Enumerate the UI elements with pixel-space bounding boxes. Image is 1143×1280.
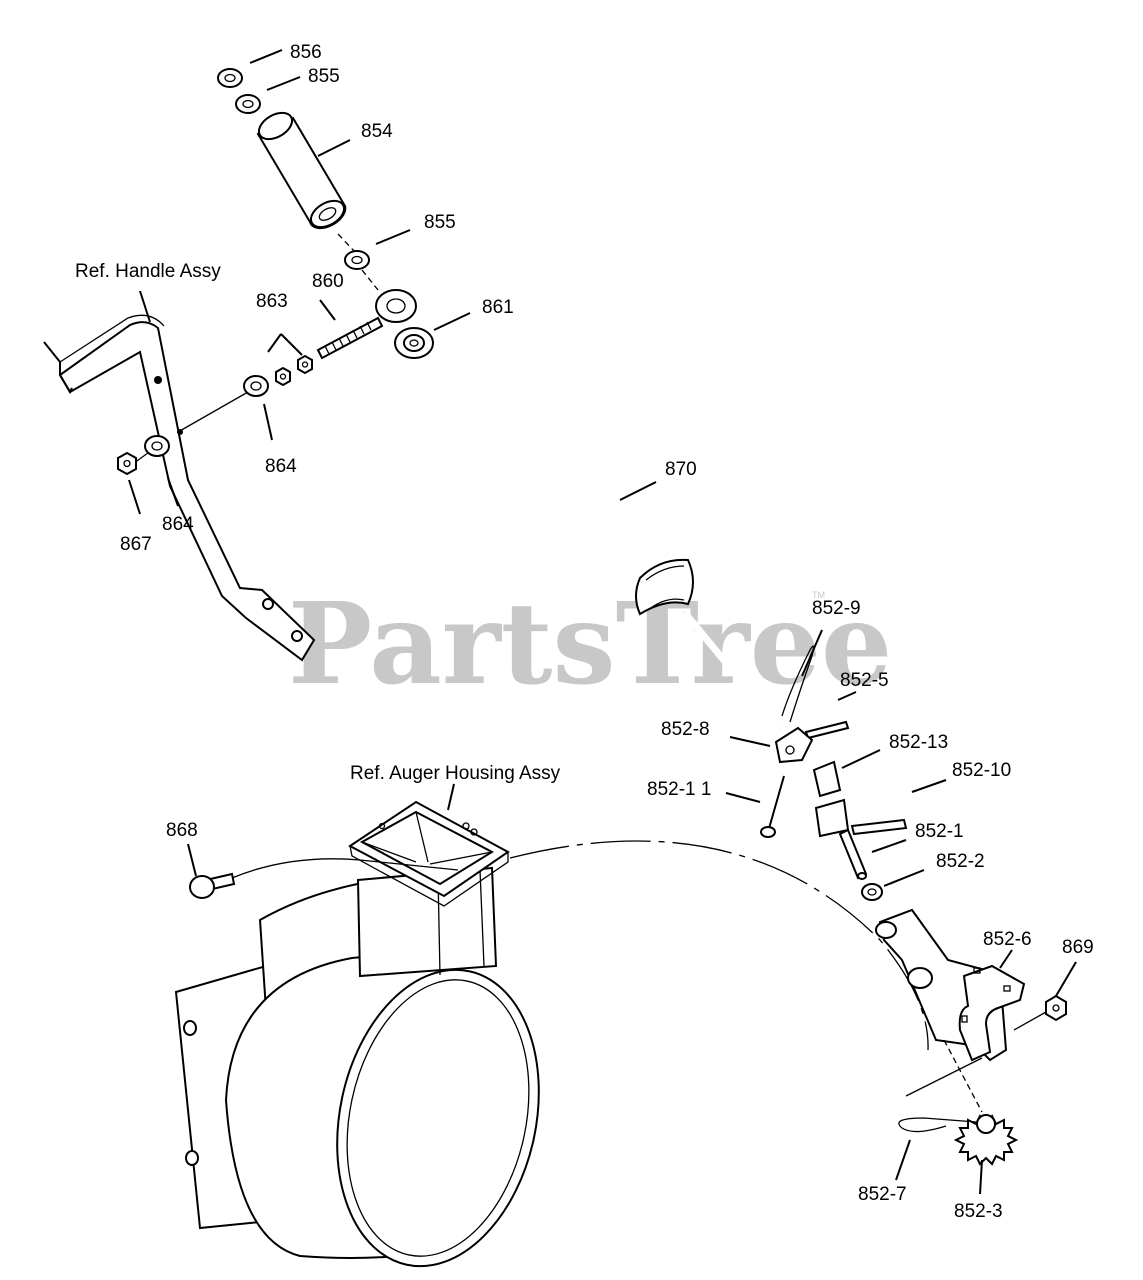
part-869-nut	[1045, 994, 1067, 1022]
part-864-washer-left	[144, 435, 170, 457]
part-867-nut	[117, 451, 137, 476]
part-855-washer-top	[235, 94, 261, 114]
watermark: PartsTree	[288, 579, 892, 710]
part-852-6-bracket	[875, 908, 1026, 1062]
part-854-tube	[256, 111, 347, 230]
part-852-13-block	[812, 760, 842, 798]
part-852-1-shaft	[814, 798, 868, 880]
watermark-tm: TM	[812, 590, 825, 600]
callout-852-1: 852-1	[915, 821, 964, 842]
callout-861: 861	[482, 297, 514, 318]
part-861-ferrule	[394, 327, 434, 359]
part-852-7-clip	[898, 1117, 977, 1133]
part-852-2-washer	[861, 883, 883, 901]
callout-854: 854	[361, 121, 393, 142]
ref-auger-housing-assy: Ref. Auger Housing Assy	[350, 763, 561, 784]
part-870-rod	[424, 366, 783, 731]
callout-856: 856	[290, 42, 322, 63]
part-852-3-knob	[953, 1114, 1019, 1166]
part-868-bolt	[189, 872, 236, 899]
part-852-9-clip	[781, 645, 815, 723]
callout-868: 868	[166, 820, 198, 841]
callout-867: 867	[120, 534, 152, 555]
callout-852-10: 852-10	[952, 760, 1011, 781]
auger-housing-assy	[174, 800, 540, 1268]
callout-852-6: 852-6	[983, 929, 1032, 950]
callout-864-right: 864	[265, 456, 297, 477]
part-863-nuts	[275, 354, 313, 387]
part-856-washer	[217, 68, 243, 88]
callout-852-13: 852-13	[889, 732, 948, 753]
callout-869: 869	[1062, 937, 1094, 958]
part-852-11-screw	[760, 775, 785, 838]
part-852-8-clevis	[774, 726, 814, 764]
handle-assy	[43, 314, 316, 662]
callout-852-9: 852-9	[812, 598, 861, 619]
callout-852-7: 852-7	[858, 1184, 907, 1205]
callout-855-mid: 855	[424, 212, 456, 233]
callout-852-2: 852-2	[936, 851, 985, 872]
callout-852-11: 852-1 1	[647, 779, 711, 800]
part-864-washer-right	[243, 375, 269, 397]
callout-852-3: 852-3	[954, 1201, 1003, 1222]
ref-handle-assy: Ref. Handle Assy	[75, 261, 221, 282]
callout-855-top: 855	[308, 66, 340, 87]
callout-852-5: 852-5	[840, 670, 889, 691]
part-855-washer-mid	[344, 250, 370, 270]
callout-864-left: 864	[162, 514, 194, 535]
callout-863: 863	[256, 291, 288, 312]
callout-860: 860	[312, 271, 344, 292]
part-860-eyebolt	[316, 289, 417, 360]
part-852-10-pin	[850, 818, 908, 836]
callout-852-8: 852-8	[661, 719, 710, 740]
callout-870: 870	[665, 459, 697, 480]
part-852-5-pin	[804, 720, 850, 740]
